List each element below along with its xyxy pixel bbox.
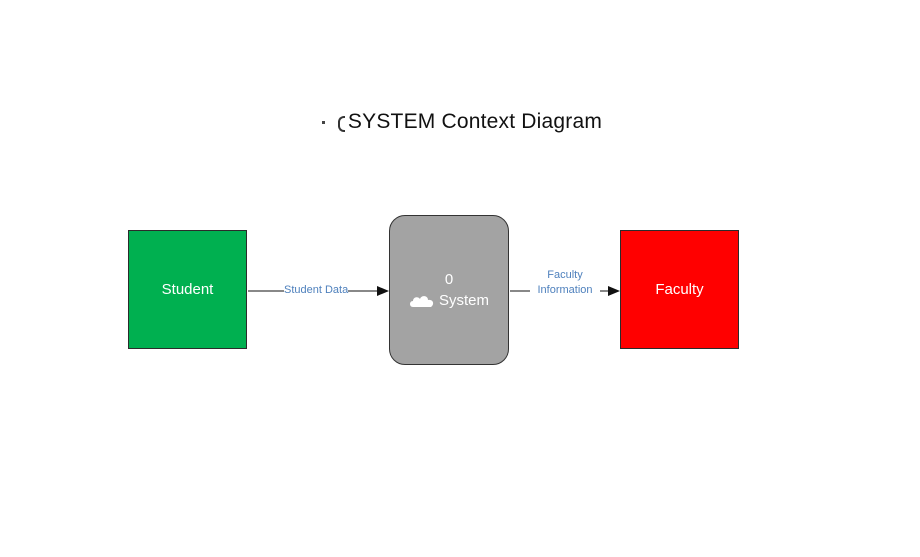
flow-label-faculty-information: Faculty Information	[530, 268, 600, 298]
entity-faculty-label: Faculty	[655, 281, 704, 298]
entity-student[interactable]: Student	[128, 230, 247, 349]
flow-label-student-data: Student Data	[284, 283, 349, 298]
flow-label-line-2: Information	[537, 284, 593, 296]
diagram-title: SYSTEM Context Diagram	[0, 110, 920, 134]
entity-student-label: Student	[161, 281, 214, 298]
process-name-row: System	[390, 292, 508, 309]
process-id: 0	[444, 271, 454, 288]
cloud-icon	[409, 295, 434, 307]
process-system[interactable]: 0 System	[389, 215, 509, 365]
process-name: System	[438, 292, 489, 309]
flow-label-line-1: Faculty	[547, 269, 583, 281]
entity-faculty[interactable]: Faculty	[620, 230, 739, 349]
diagram-title-text: SYSTEM Context Diagram	[347, 110, 603, 133]
redacted-mark	[317, 112, 348, 133]
